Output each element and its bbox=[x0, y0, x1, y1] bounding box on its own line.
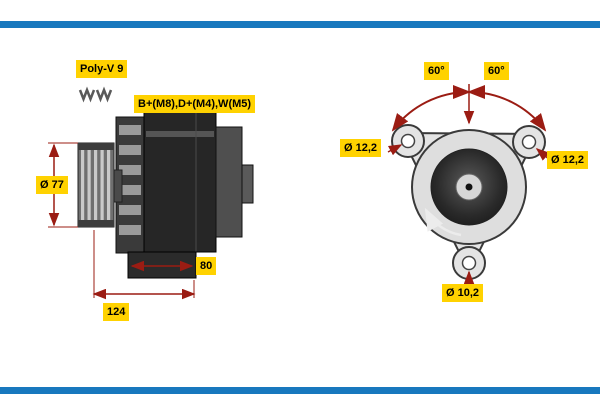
hole-left bbox=[400, 133, 416, 149]
terminals-label: B+(M8),D+(M4),W(M5) bbox=[134, 95, 256, 113]
shaft-center-dot bbox=[465, 183, 473, 191]
alternator-side-view bbox=[48, 86, 254, 300]
mounting-foot bbox=[127, 251, 197, 279]
rear-housing bbox=[215, 126, 254, 238]
foot-length-label: 80 bbox=[196, 257, 217, 275]
hole-bottom bbox=[461, 255, 477, 271]
pulley-diameter-label: Ø 77 bbox=[36, 176, 68, 194]
overall-length-label: 124 bbox=[103, 303, 130, 321]
hole-left-label: Ø 12,2 bbox=[340, 139, 382, 157]
hole-right bbox=[521, 134, 537, 150]
pulley bbox=[77, 142, 115, 228]
bottom-border-bar bbox=[0, 387, 600, 394]
poly-v-groove-icon bbox=[78, 86, 113, 103]
top-border-bar bbox=[0, 21, 600, 28]
angle-left-label: 60° bbox=[424, 62, 449, 80]
hole-bottom-label: Ø 10,2 bbox=[442, 284, 484, 302]
rotation-arrow bbox=[424, 207, 462, 237]
angle-right-label: 60° bbox=[484, 62, 509, 80]
belt-type-label: Poly-V 9 bbox=[76, 60, 128, 78]
hole-right-label: Ø 12,2 bbox=[547, 151, 589, 169]
front-view-dimensions bbox=[387, 84, 551, 284]
stator-body bbox=[143, 110, 217, 253]
alternator-front-view bbox=[387, 84, 551, 284]
